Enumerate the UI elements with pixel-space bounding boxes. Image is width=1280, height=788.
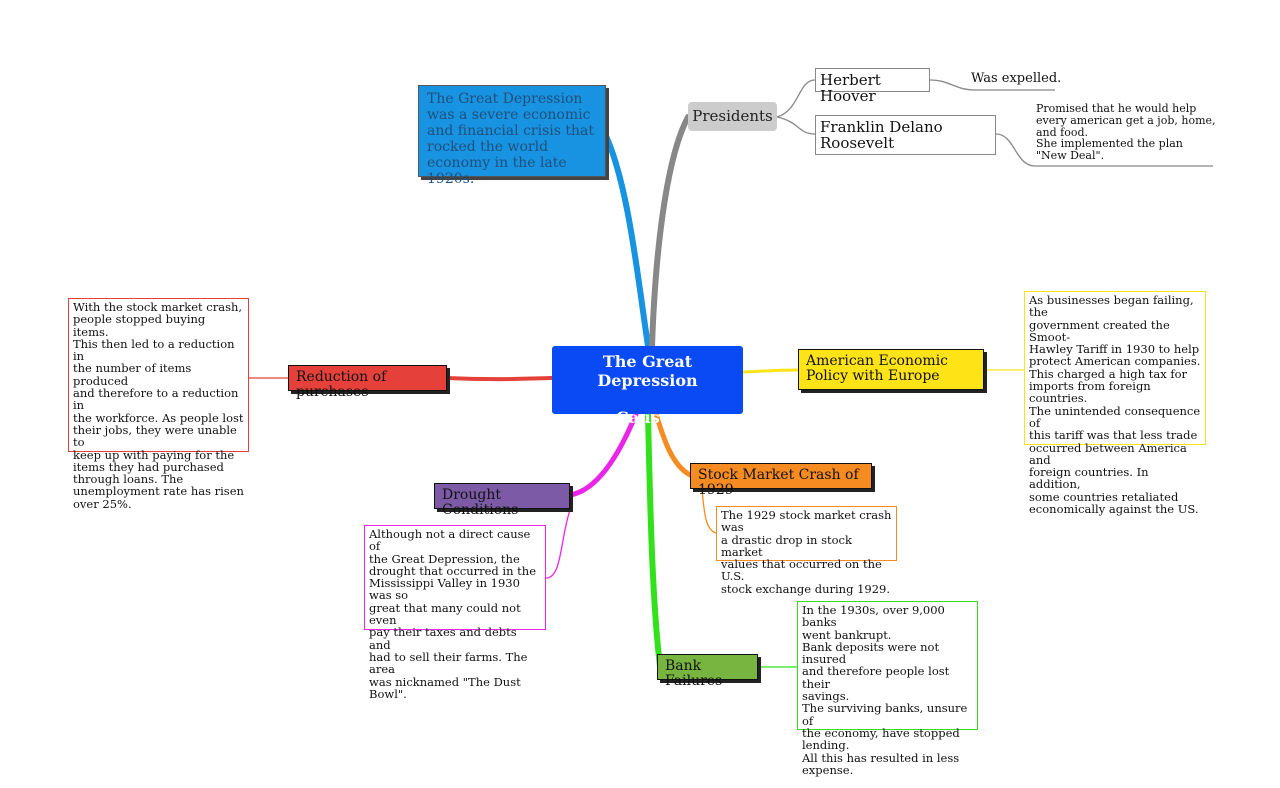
bank-failures-topic[interactable]: Bank Failures [657,654,758,689]
fdr-topic[interactable]: Franklin Delano Roosevelt [815,115,996,155]
connector-drought [567,411,639,498]
stock-market-crash-note: The 1929 stock market crash was a drasti… [716,506,897,595]
presidents-topic[interactable]: Presidents [688,102,777,131]
connector-hoover-note [929,79,1055,91]
connector-intro [601,129,651,349]
stock-market-crash-topic[interactable]: Stock Market Crash of 1929 [690,463,872,498]
economic-policy-topic[interactable]: American Economic Policy with Europe [798,349,984,390]
connector-presidents [649,114,691,349]
central-topic-title: The Great Depression [597,352,698,390]
intro-topic[interactable]: The Great Depression was a severe econom… [418,85,606,187]
connector-crash [653,411,693,478]
connector-banks [645,411,663,669]
hoover-topic[interactable]: Herbert Hoover [815,68,930,104]
connector-hoover [776,79,816,118]
connector-policy [742,368,799,374]
connector-fdr [776,116,816,135]
fdr-note: Promised that he would help every americ… [1036,102,1216,163]
connector-drought-note [545,509,571,579]
connector-crash-note [701,488,717,534]
reduction-of-purchases-topic[interactable]: Reduction of purchases [288,365,447,400]
connector-fdr-note [995,133,1213,167]
bank-failures-note: In the 1930s, over 9,000 banks went bank… [797,601,978,776]
connector-reduction [445,376,554,382]
drought-conditions-topic[interactable]: Drought Conditions [434,483,570,518]
central-topic[interactable]: The Great Depression Causes [552,346,743,427]
drought-conditions-note: Although not a direct cause of the Great… [364,525,546,700]
reduction-of-purchases-note: With the stock market crash, people stop… [68,298,249,510]
economic-policy-note: As businesses began failing, the governm… [1024,291,1206,515]
central-topic-subtitle: Causes [616,408,679,427]
hoover-note: Was expelled. [971,71,1062,86]
